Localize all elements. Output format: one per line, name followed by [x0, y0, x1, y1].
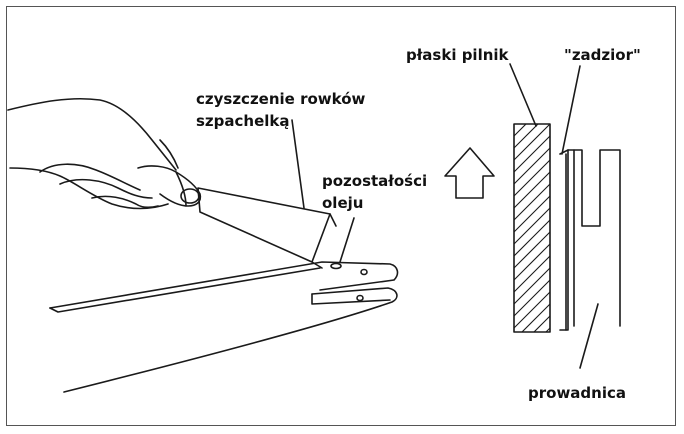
guide-bar-cross-section — [559, 149, 621, 331]
oil-leader-line — [339, 217, 355, 263]
flat-file-hatched — [513, 123, 551, 333]
scraper-tool — [197, 187, 337, 269]
flat-file-label: płaski pilnik — [406, 46, 509, 64]
scraper-leader-line — [291, 119, 305, 209]
up-arrow-outline — [444, 147, 495, 199]
oil-label-line2: oleju — [322, 194, 364, 212]
diagram-frame — [6, 6, 676, 426]
hand-illustration — [7, 97, 202, 210]
chainsaw-guide-bar — [49, 261, 399, 393]
burr-leader-line — [561, 65, 581, 155]
burr-label: "zadzior" — [564, 46, 641, 64]
file-leader-line — [509, 63, 537, 127]
guide-bar-leader-line — [579, 303, 599, 369]
scraper-label-line1: czyszczenie rowków — [196, 90, 366, 108]
scraper-label-line2: szpachelką — [196, 112, 290, 130]
guide-bar-label: prowadnica — [528, 384, 626, 402]
oil-label-line1: pozostałości — [322, 172, 428, 190]
